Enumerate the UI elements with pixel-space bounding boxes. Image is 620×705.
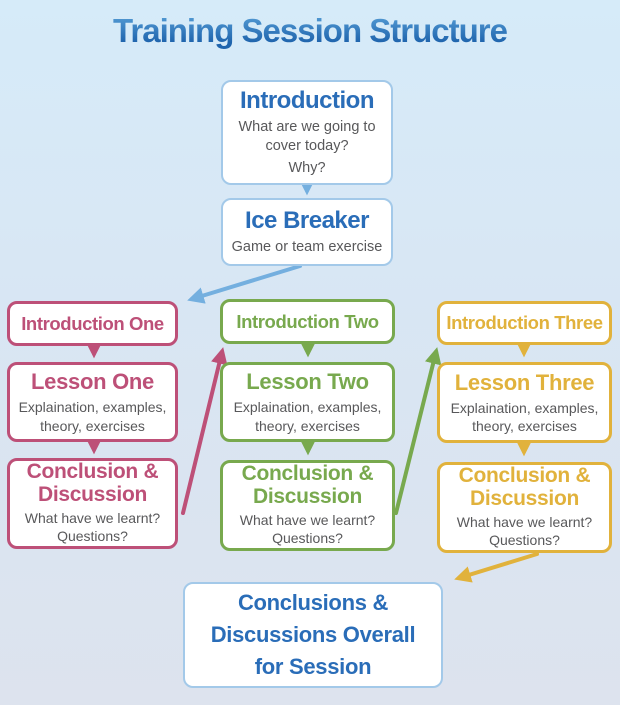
node-introduction-heading: Introduction xyxy=(240,86,374,114)
overall-heading-line3: for Session xyxy=(254,653,372,679)
node-lesson-one: Lesson One Explaination, examples, theor… xyxy=(7,362,178,442)
node-introduction-two-heading: Introduction Two xyxy=(236,310,379,332)
node-ice-breaker: Ice Breaker Game or team exercise xyxy=(221,198,393,266)
node-lesson-one-body: Explaination, examples, theory, exercise… xyxy=(18,399,167,434)
page-title: Training Session Structure xyxy=(0,12,620,50)
node-conclusion-three: Conclusion & Discussion What have we lea… xyxy=(437,462,612,553)
node-conclusion-three-heading: Conclusion & Discussion xyxy=(458,464,591,510)
node-conclusion-one: Conclusion & Discussion What have we lea… xyxy=(7,458,178,549)
node-lesson-three-body: Explaination, examples, theory, exercise… xyxy=(450,399,599,434)
arrow-icebreaker-to-intro-one xyxy=(187,264,302,304)
arrow-conclusion-three-to-overall xyxy=(454,552,539,583)
arrow-conclusion-one-to-intro-two xyxy=(181,347,228,515)
node-lesson-two-heading: Lesson Two xyxy=(246,369,369,395)
node-conclusion-three-body: What have we learnt? Questions? xyxy=(456,513,593,549)
node-ice-breaker-heading: Ice Breaker xyxy=(245,206,369,234)
node-introduction-three-heading: Introduction Three xyxy=(446,312,603,333)
node-introduction-three: Introduction Three xyxy=(437,301,612,345)
node-introduction-one-heading: Introduction One xyxy=(21,312,164,334)
node-lesson-three: Lesson Three Explaination, examples, the… xyxy=(437,362,612,443)
node-conclusions-overall-heading: Conclusions & Discussions Overall for Se… xyxy=(211,587,416,683)
node-introduction-two: Introduction Two xyxy=(220,299,395,344)
node-conclusion-one-body: What have we learnt? Questions? xyxy=(24,509,161,545)
node-conclusion-two: Conclusion & Discussion What have we lea… xyxy=(220,460,395,551)
overall-heading-line1: Conclusions & xyxy=(237,590,389,616)
node-introduction-one: Introduction One xyxy=(7,301,178,346)
node-lesson-three-heading: Lesson Three xyxy=(454,369,595,395)
node-ice-breaker-body: Game or team exercise xyxy=(231,238,383,255)
overall-heading-line2: Discussions Overall xyxy=(210,622,416,648)
node-conclusions-overall: Conclusions & Discussions Overall for Se… xyxy=(183,582,443,688)
arrow-conclusion-two-to-intro-three xyxy=(394,347,442,515)
node-conclusion-two-body: What have we learnt? Questions? xyxy=(239,511,376,547)
node-introduction: Introduction What are we going to cover … xyxy=(221,80,393,185)
node-introduction-body-line1: What are we going to cover today? xyxy=(238,118,376,154)
node-conclusion-two-heading: Conclusion & Discussion xyxy=(241,462,374,508)
node-lesson-two-body: Explaination, examples, theory, exercise… xyxy=(233,399,382,434)
node-lesson-two: Lesson Two Explaination, examples, theor… xyxy=(220,362,395,442)
node-introduction-body-line2: Why? xyxy=(288,160,326,177)
node-conclusion-one-heading: Conclusion & Discussion xyxy=(26,460,159,506)
node-lesson-one-heading: Lesson One xyxy=(31,369,154,395)
